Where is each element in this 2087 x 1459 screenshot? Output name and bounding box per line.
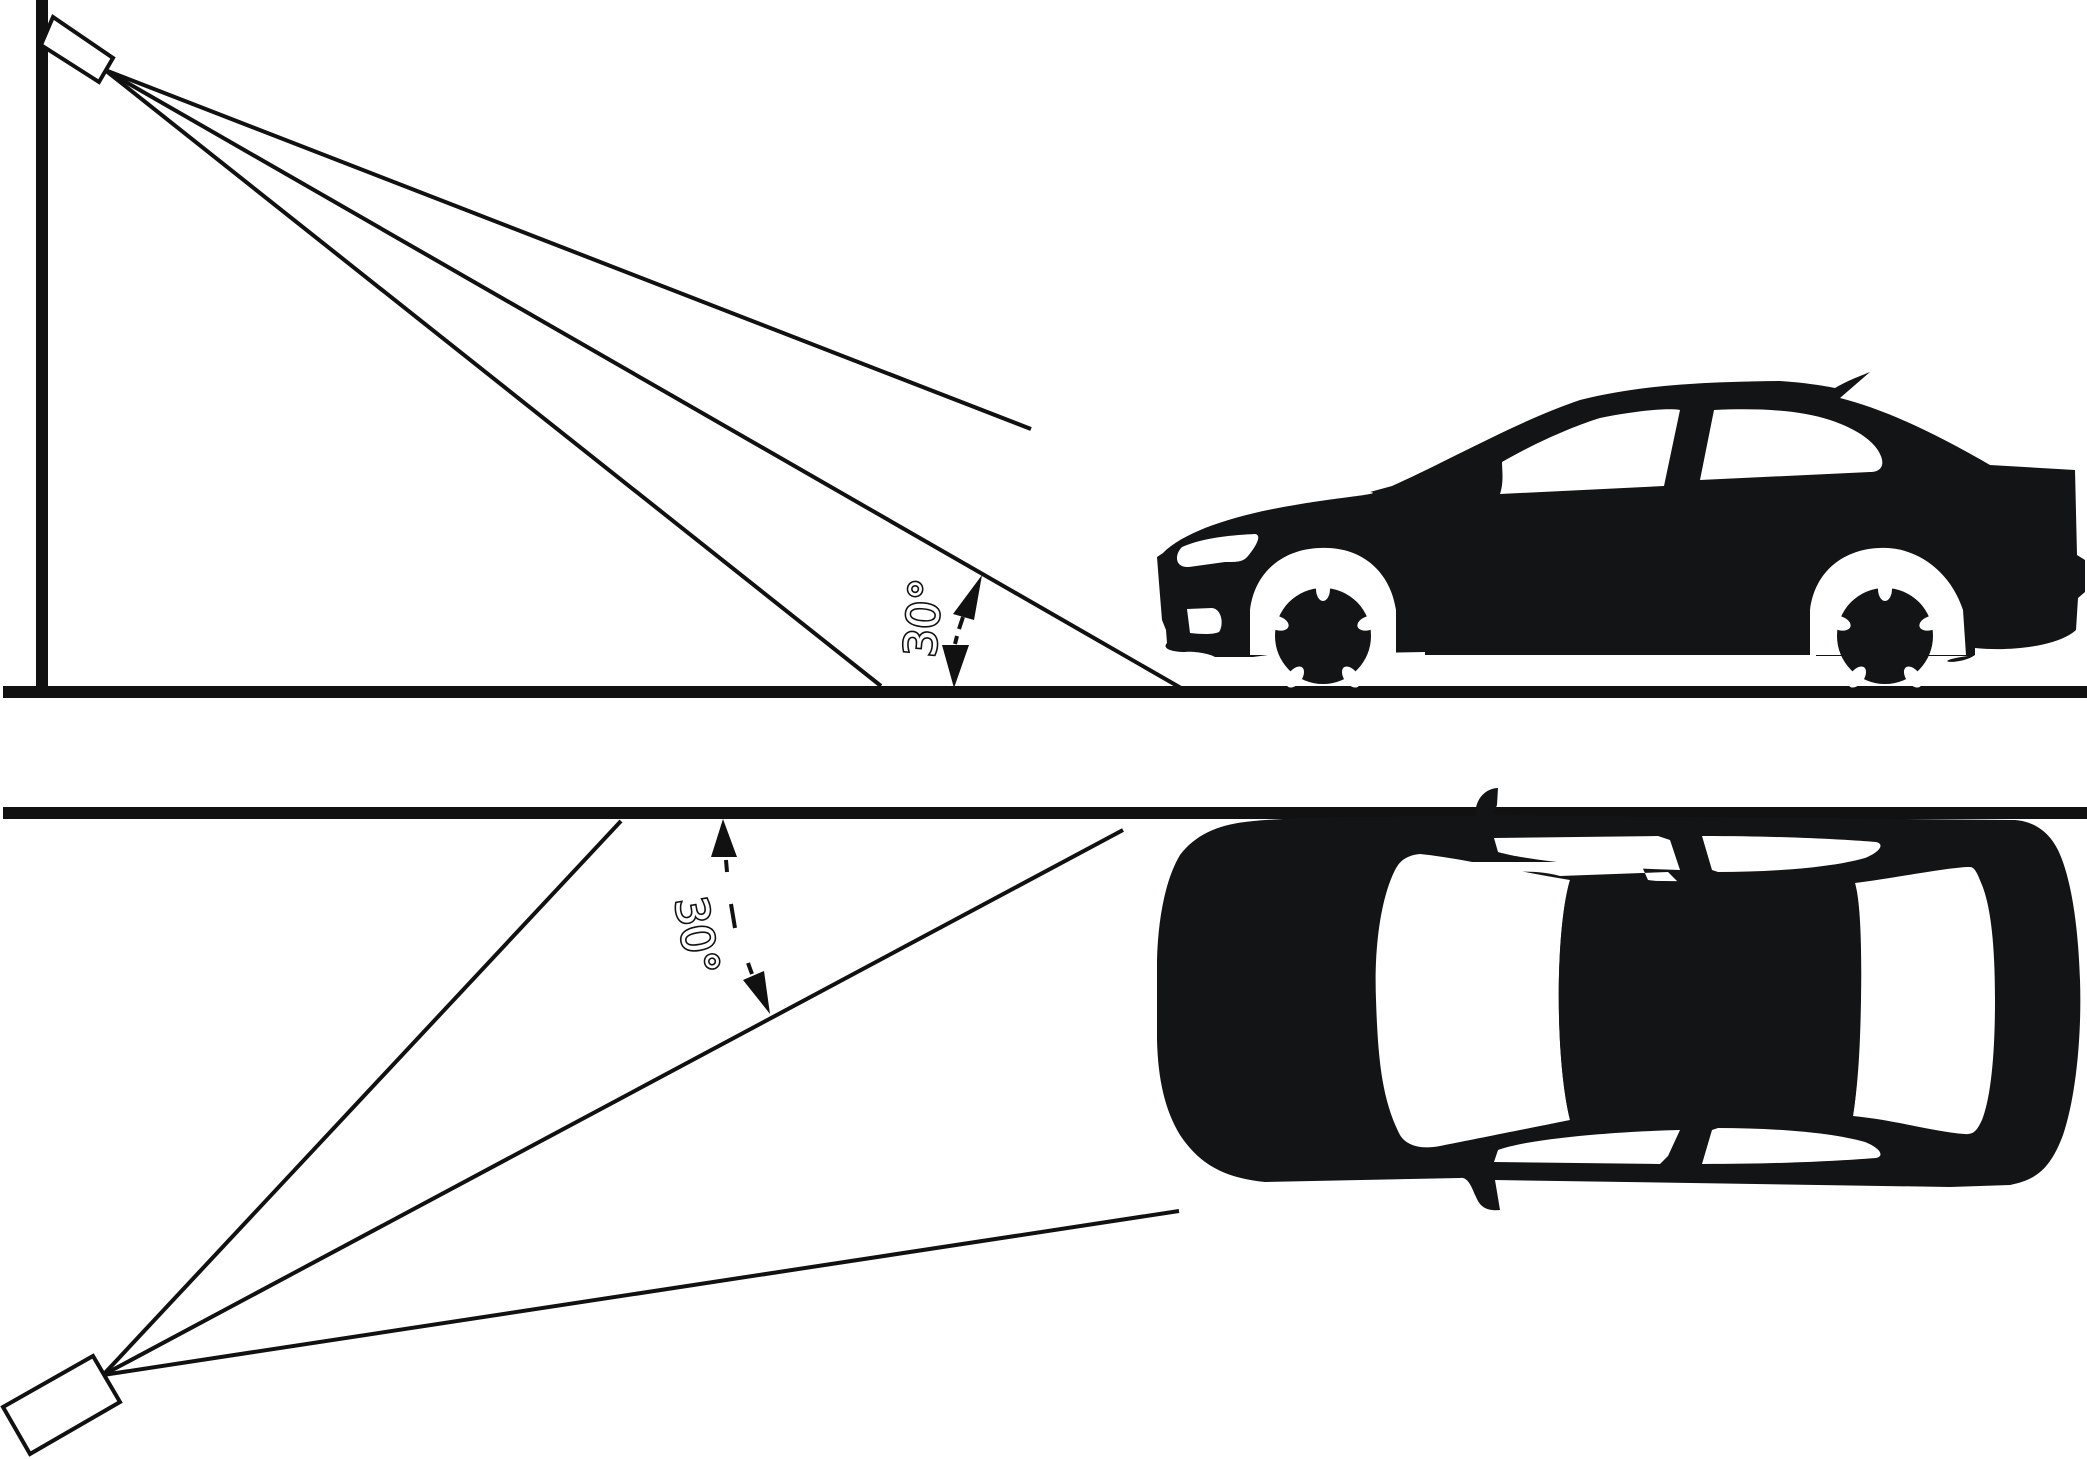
side-view: 30° [3,0,2087,698]
top-view-angle-label: 30° [664,893,728,979]
front-tyre [1275,588,1371,684]
arrowhead-down [743,971,770,1014]
top-view-field-of-view-rays [101,819,1180,1377]
side-view-angle-label: 30° [895,577,953,659]
right-fov-ray [102,1209,1180,1377]
rear-rim-icon [1827,577,1943,688]
front-window [1700,409,1883,480]
arrowhead-up [711,819,737,857]
side-view-field-of-view-rays [103,68,1182,690]
top-view-angle-dimension: 30° [663,819,770,1014]
center-fov-ray [102,828,1124,1377]
front-rim-icon [1265,577,1381,688]
side-view-angle-dimension: 30° [894,575,982,688]
rear-window [1500,409,1680,494]
top-right-glass [1702,836,1881,872]
bottom-right-glass [1702,1128,1881,1164]
side-view-car [1157,372,2085,688]
top-view-camera-icon [0,1353,123,1457]
front-windshield [1853,867,1995,1135]
roof [1558,880,1861,1120]
left-fov-ray [101,819,623,1377]
upper-fov-ray [104,68,1032,431]
top-view-car [1157,788,2081,1211]
headlight [1176,534,1259,568]
bottom-left-glass [1494,1130,1680,1164]
rear-window [1375,854,1570,1148]
side-view-camera-icon [38,13,116,85]
top-left-glass [1494,836,1680,870]
top-view: 30° [0,788,2087,1457]
fog-light [1187,608,1222,634]
arrowhead-up [953,575,982,620]
arrowhead-down [942,645,969,688]
center-fov-ray [104,68,1182,690]
rear-tyre [1837,588,1933,684]
lower-fov-ray [103,68,883,688]
